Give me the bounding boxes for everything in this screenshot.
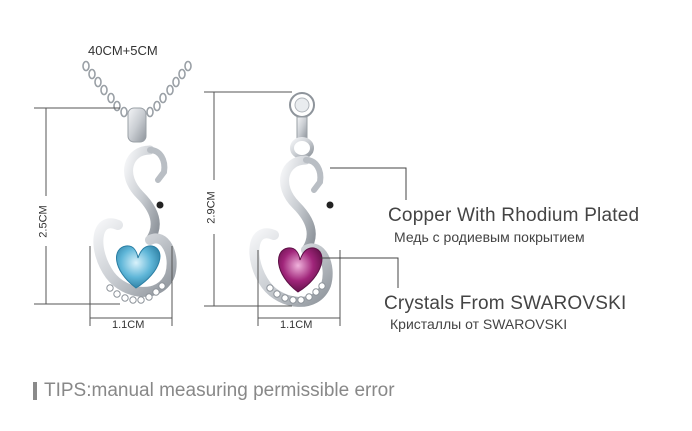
width-label-left: 1.1CM <box>112 319 145 331</box>
height-label-right: 2.9CM <box>205 191 218 224</box>
tips-text: TIPS:manual measuring permissible error <box>44 380 395 401</box>
height-dimension-right <box>204 91 292 307</box>
chain-length-label: 40CM+5CM <box>88 43 158 58</box>
tips-marker-bar <box>33 382 37 400</box>
swan-eye-icon <box>156 201 164 209</box>
crystal-label-ru: Кристаллы от SWAROVSKI <box>390 316 568 332</box>
height-dimension-left <box>34 107 120 305</box>
width-label-right: 1.1CM <box>280 319 313 331</box>
necklace-chain <box>82 60 192 118</box>
purple-heart-crystal <box>278 247 323 293</box>
width-dimension-right <box>257 250 341 326</box>
swan-pendant-left <box>93 107 177 304</box>
material-label-ru: Медь с родиевым покрытием <box>394 229 585 245</box>
pave-stones <box>106 282 166 304</box>
swan-pendant-right <box>249 92 334 307</box>
width-dimension-left <box>89 246 173 326</box>
blue-heart-crystal <box>116 245 161 289</box>
material-label-en: Copper With Rhodium Plated <box>388 205 640 226</box>
callout-lines <box>320 167 407 288</box>
pave-stones <box>266 282 326 304</box>
height-label-left: 2.5CM <box>37 205 50 238</box>
crystal-label-en: Crystals From SWAROVSKI <box>384 293 627 314</box>
swan-eye-icon <box>326 201 334 209</box>
